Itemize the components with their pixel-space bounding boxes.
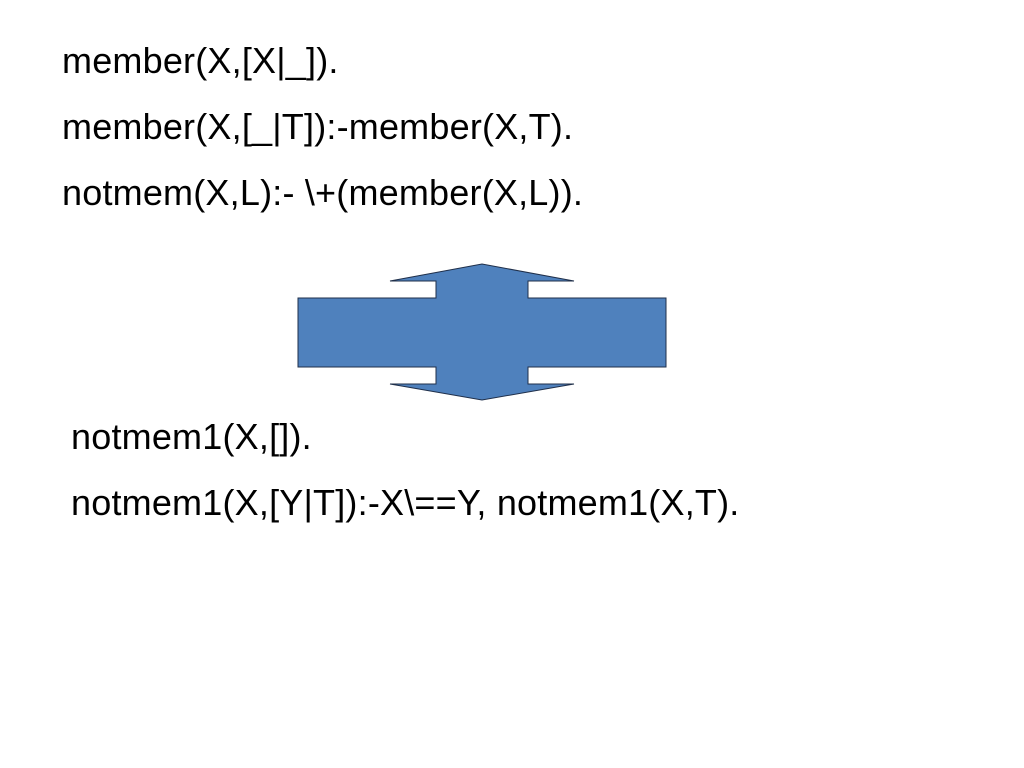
code-line: notmem1(X,[Y|T]):-X\==Y, notmem1(X,T).	[71, 482, 740, 523]
code-line: member(X,[_|T]):-member(X,T).	[62, 106, 574, 147]
bottom-code-block: notmem1(X,[]). notmem1(X,[Y|T]):-X\==Y, …	[71, 404, 740, 536]
code-line: member(X,[X|_]).	[62, 40, 339, 81]
up-down-arrow-icon	[297, 263, 667, 401]
code-line: notmem1(X,[]).	[71, 416, 312, 457]
code-line: notmem(X,L):- \+(member(X,L)).	[62, 172, 584, 213]
arrow-shape-path	[297, 263, 667, 401]
top-code-block: member(X,[X|_]). member(X,[_|T]):-member…	[62, 28, 583, 226]
